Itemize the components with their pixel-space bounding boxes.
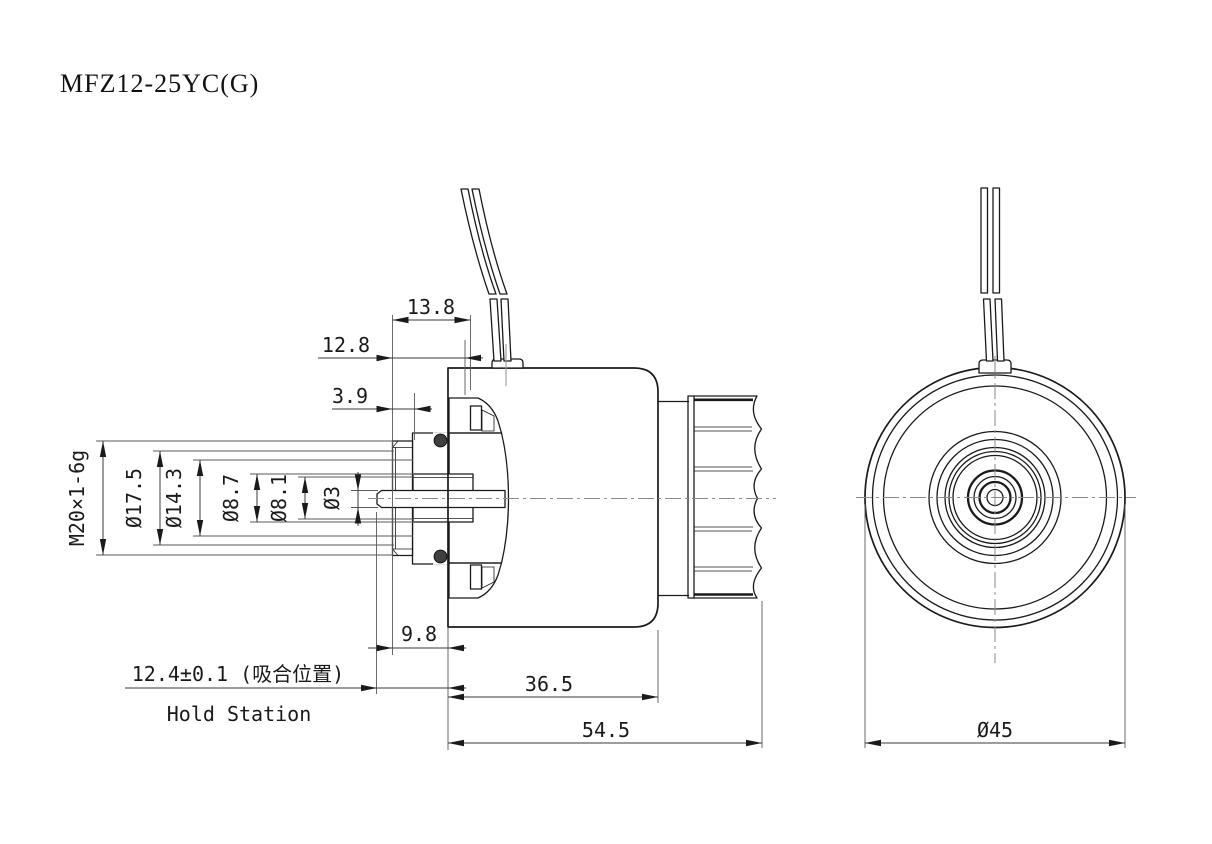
plunger-rod [376,489,506,509]
dim-label-d17-5: Ø17.5 [122,468,146,528]
extension-lines [96,315,763,750]
drawing-title: MFZ12-25YC(G) [60,69,259,98]
core-bottom-wedge [481,566,495,589]
dim-label-9-8: 9.8 [401,622,437,646]
dim-label-d8-1: Ø8.1 [267,474,291,522]
nut-outline [687,395,763,599]
core-top-band [448,397,503,434]
dim-label-36-5: 36.5 [525,672,573,696]
dim-label-13-8: 13.8 [407,295,455,319]
dim-label-d45: Ø45 [977,718,1013,742]
dim-label-12-8: 12.8 [322,333,370,357]
thread-chamfer-bottom [392,548,399,556]
front-view: Ø45 [856,187,1136,748]
hold-station-en-label: Hold Station [167,702,312,726]
dim-label-m20-thread: M20×1-6g [65,450,89,546]
wire-2-lower-front [994,298,1005,362]
dim-label-d3: Ø3 [320,486,344,510]
side-view: 13.8 12.8 3.9 M20×1-6g Ø17.5 Ø14.3 Ø8.7 … [65,188,776,750]
core-bottom-slot [469,564,483,590]
hold-station-dim-label: 12.4±0.1 (吸合位置) [132,662,344,686]
core-bottom-band [448,562,503,599]
front-dimension: Ø45 [864,504,1126,748]
lead-wires-side [460,188,512,362]
side-dimensions: 13.8 12.8 3.9 M20×1-6g Ø17.5 Ø14.3 Ø8.7 … [65,295,763,750]
core-top-slot [469,405,483,431]
coil-body-outline [447,367,659,628]
wire-2-lower [500,298,512,362]
retaining-nut [657,395,763,599]
wire-2-upper [471,188,508,295]
dim-label-d14-3: Ø14.3 [162,468,186,528]
wire-1-lower [489,298,502,362]
wire-1-upper [460,188,497,295]
dim-label-d8-7: Ø8.7 [219,474,243,522]
dim-label-3-9: 3.9 [332,384,368,408]
lead-wires-front [980,187,1005,362]
wire-2-upper-front [992,187,1001,294]
wire-1-lower-front [982,298,994,362]
o-ring-bottom [433,549,448,564]
wire-1-upper-front [980,187,989,294]
nut-slot-dividers [694,426,753,572]
thread-chamfer-top [392,440,399,448]
o-ring-top [433,433,448,448]
dimension-arrows [99,316,762,747]
dim-label-54-5: 54.5 [582,718,630,742]
core-top-wedge [481,409,495,432]
